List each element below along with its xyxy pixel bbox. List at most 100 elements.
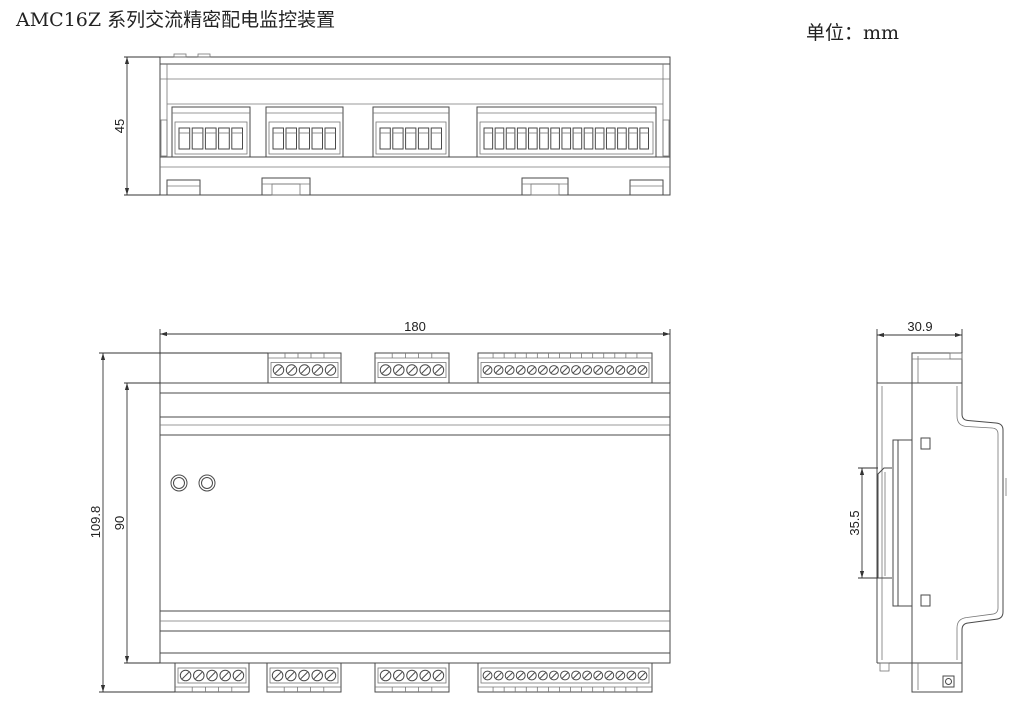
side-top-terminal-latch <box>949 352 963 360</box>
terminal-screw-rail <box>480 667 650 684</box>
terminal-screw <box>604 365 615 375</box>
terminal <box>379 127 391 150</box>
terminal-screw-slot <box>595 672 602 679</box>
side-mount-hole <box>920 594 931 607</box>
terminal <box>392 127 404 150</box>
terminal-screw-slot <box>528 366 535 374</box>
terminal-screw <box>324 364 337 376</box>
terminal-block-body <box>479 121 654 155</box>
terminal-screw <box>615 365 626 375</box>
terminal-screw-slot <box>595 366 602 374</box>
terminal-screw <box>206 669 218 682</box>
terminal-block <box>477 352 653 384</box>
din-clip-tab <box>530 183 560 196</box>
terminal-screw <box>298 669 310 682</box>
side-rail-clip <box>877 467 892 579</box>
terminal-screw-slot <box>572 672 580 679</box>
terminal <box>516 127 527 150</box>
terminal-screw-slot <box>539 672 546 679</box>
terminal-screw <box>626 670 637 681</box>
terminal-screw-rail <box>177 667 247 684</box>
terminal-block <box>374 352 450 384</box>
terminal <box>550 127 560 150</box>
terminal-block-body <box>375 121 447 155</box>
front-bottom-terminal-blocks <box>174 662 653 693</box>
terminal-screw-slot <box>606 366 613 374</box>
terminal-screw-slot <box>434 366 443 374</box>
terminal-screw-slot <box>628 366 635 374</box>
status-led-ring <box>198 474 216 492</box>
din-foot-outline <box>629 179 664 196</box>
terminal-block-outline <box>265 106 344 158</box>
terminal-screw <box>515 670 526 681</box>
terminal-screw-slot <box>628 672 635 679</box>
din-clip-outline <box>261 177 311 196</box>
terminal-screw-slot <box>561 366 569 374</box>
terminal-screw <box>311 364 324 376</box>
side-rail-groove <box>892 439 913 607</box>
terminal-screw-slot <box>408 366 416 374</box>
terminal-screw-slot <box>287 366 296 374</box>
terminal-block <box>174 662 250 693</box>
terminal-screw-slot <box>221 671 229 680</box>
terminal-block-outline <box>477 662 653 693</box>
top-view-terminal-blocks <box>171 106 657 158</box>
din-clip <box>521 177 569 196</box>
din-clip-tab <box>271 183 301 196</box>
front-view <box>159 352 671 693</box>
side-mount-hole <box>920 437 931 450</box>
terminal-screw-slot <box>484 366 491 374</box>
terminal-screw <box>272 364 285 376</box>
terminal-screw <box>219 669 231 682</box>
terminal <box>483 127 494 150</box>
terminal-screw <box>419 364 431 376</box>
terminal <box>494 127 505 150</box>
terminal-screw-slot <box>506 366 513 374</box>
terminal-screw <box>526 365 537 375</box>
terminal-block <box>266 662 342 693</box>
terminal <box>505 127 516 150</box>
terminal-screw <box>482 365 493 375</box>
top-view <box>159 53 671 196</box>
side-top-terminal <box>911 352 963 384</box>
terminal-screw <box>560 365 570 375</box>
side-foot <box>879 662 890 672</box>
terminal-screw-slot <box>421 366 429 374</box>
terminal-screw <box>493 670 504 681</box>
terminal-screw-slot <box>313 366 322 374</box>
terminal-screw-slot <box>326 671 335 680</box>
terminal-screw <box>324 669 337 682</box>
terminal-screw-slot <box>234 671 243 680</box>
terminal <box>617 127 627 150</box>
terminal-screw <box>582 670 593 681</box>
terminal <box>628 127 638 150</box>
terminal-screw <box>571 670 581 681</box>
terminal-screw-slot <box>506 672 513 679</box>
terminal-screw-rail <box>269 667 339 684</box>
terminal <box>204 127 217 150</box>
terminal-screw-slot <box>484 672 491 679</box>
terminal-screw <box>515 365 526 375</box>
top-view-bump <box>173 53 187 58</box>
terminal-screw-slot <box>495 672 502 679</box>
terminal-screw-slot <box>617 672 624 679</box>
terminal-block-body <box>268 121 341 155</box>
terminal-block <box>171 106 251 158</box>
terminal-screw-rail <box>480 362 650 378</box>
terminal-screw <box>504 365 515 375</box>
terminal-screw <box>637 670 648 681</box>
terminal-block-outline <box>372 106 450 158</box>
terminal-screw <box>637 365 648 375</box>
terminal-screw <box>626 365 637 375</box>
terminal-screw-rail <box>270 362 339 378</box>
terminal <box>191 127 204 150</box>
terminal-screw-slot <box>381 671 390 680</box>
side-view <box>876 352 1007 693</box>
terminal-screw <box>549 670 559 681</box>
terminal-screw-slot <box>617 366 624 374</box>
dimension-label-body-height: 90 <box>112 516 127 530</box>
dimension-label-overall-height: 109.8 <box>88 506 103 539</box>
top-view-side-latch <box>662 119 670 157</box>
terminal-screw-rail <box>377 667 447 684</box>
terminal-screw <box>526 670 537 681</box>
